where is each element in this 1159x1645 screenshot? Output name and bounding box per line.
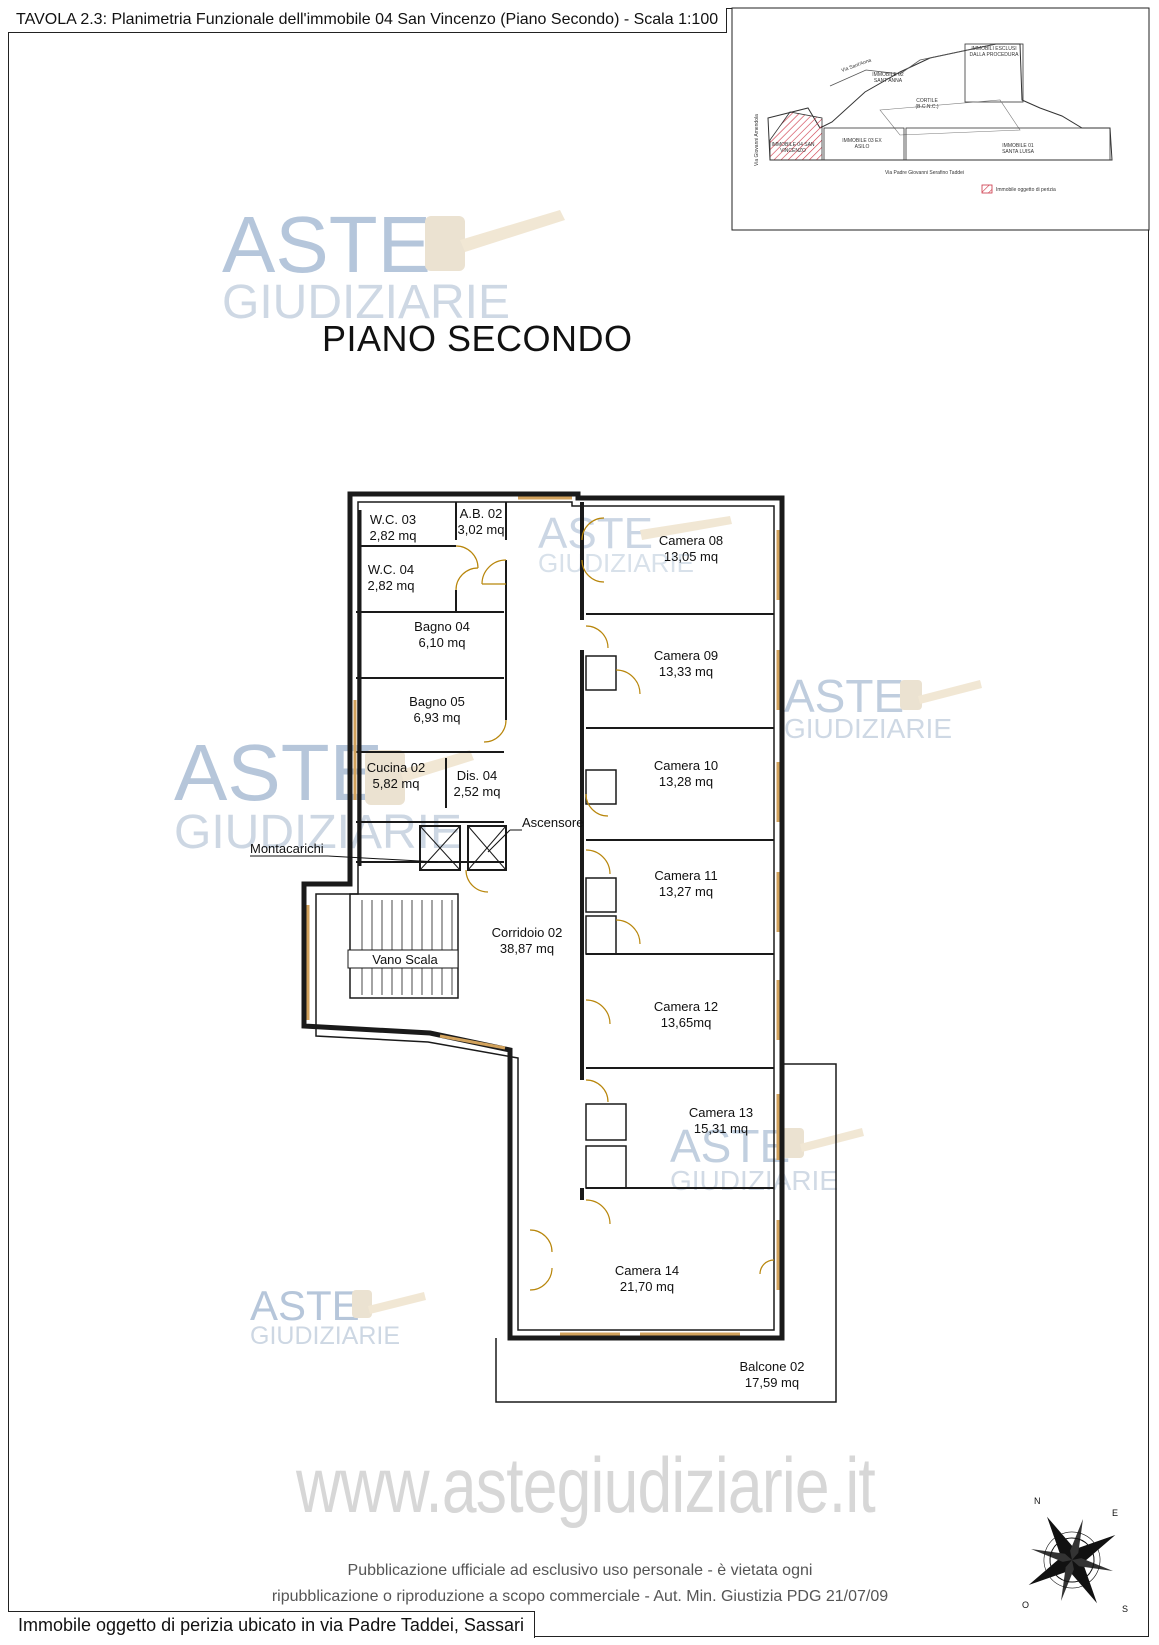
watermark-logo-3: ASTE GIUDIZIARIE: [784, 670, 982, 744]
room-bagno04-name: Bagno 04: [414, 619, 470, 634]
room-camera08-name: Camera 08: [659, 533, 723, 548]
sheet-footer: Immobile oggetto di perizia ubicato in v…: [8, 1611, 535, 1638]
room-camera13-area: 15,31 mq: [694, 1121, 748, 1136]
svg-text:GIUDIZIARIE: GIUDIZIARIE: [174, 806, 462, 859]
callout-ascensore: Ascensore: [522, 815, 583, 830]
room-cucina02-name: Cucina 02: [367, 760, 426, 775]
keymap-legend-swatch: [981, 184, 993, 194]
room-wc03-area: 2,82 mq: [370, 528, 417, 543]
room-wc04-area: 2,82 mq: [368, 578, 415, 593]
ascensore-shaft: [467, 825, 507, 871]
room-dis04-name: Dis. 04: [457, 768, 497, 783]
room-bagno04-area: 6,10 mq: [419, 635, 466, 650]
room-camera10-area: 13,28 mq: [659, 774, 713, 789]
room-labels: W.C. 03 2,82 mq A.B. 02 3,02 mq W.C. 04 …: [367, 506, 805, 1390]
room-camera14-area: 21,70 mq: [620, 1279, 674, 1294]
keymap-block-excluded: IMMOBILI ESCLUSI DALLA PROCEDURA: [969, 46, 1019, 58]
watermark-brand-bottom: GIUDIZIARIE: [222, 276, 510, 329]
room-balcone02-area: 17,59 mq: [745, 1375, 799, 1390]
sheet-title: TAVOLA 2.3: Planimetria Funzionale dell'…: [8, 8, 728, 33]
watermark-brand-top: ASTE: [222, 200, 431, 289]
svg-text:GIUDIZIARIE: GIUDIZIARIE: [250, 1322, 400, 1350]
room-ab02-area: 3,02 mq: [458, 522, 505, 537]
callouts: Montacarichi Ascensore Vano Scala: [250, 815, 583, 967]
compass-n: N: [1034, 1496, 1041, 1506]
svg-text:ASTE: ASTE: [784, 670, 904, 722]
gavel-icon: [782, 1128, 804, 1158]
room-camera10-name: Camera 10: [654, 758, 718, 773]
gavel-icon: [352, 1290, 372, 1318]
vano-scala-area: [349, 893, 459, 999]
room-camera08-area: 13,05 mq: [664, 549, 718, 564]
watermark-logo-6: ASTE GIUDIZIARIE: [250, 1282, 426, 1350]
compass-o: O: [1022, 1600, 1029, 1610]
svg-text:GIUDIZIARIE: GIUDIZIARIE: [538, 548, 694, 578]
room-corridoio02-name: Corridoio 02: [492, 925, 563, 940]
watermark-logo-4: ASTE GIUDIZIARIE: [174, 728, 474, 859]
room-camera14-name: Camera 14: [615, 1263, 679, 1278]
room-ab02-name: A.B. 02: [460, 506, 503, 521]
keymap-legend: Immobile oggetto di perizia: [996, 187, 1056, 193]
svg-text:ASTE: ASTE: [538, 509, 653, 558]
watermark-logo-2: ASTE GIUDIZIARIE: [538, 509, 732, 578]
svg-text:GIUDIZIARIE: GIUDIZIARIE: [670, 1165, 838, 1196]
gavel-icon: [900, 680, 922, 710]
room-camera11-area: 13,27 mq: [659, 884, 713, 899]
room-camera11-name: Camera 11: [654, 868, 717, 883]
svg-text:ASTE: ASTE: [250, 1282, 360, 1329]
keymap-block-santa-luisa: IMMOBILE 01 SANTA LUISA: [1002, 143, 1034, 155]
room-camera09-area: 13,33 mq: [659, 664, 713, 679]
room-wc03-name: W.C. 03: [370, 512, 416, 527]
floor-title: PIANO SECONDO: [322, 318, 633, 359]
room-camera13-name: Camera 13: [689, 1105, 753, 1120]
compass-s: S: [1122, 1604, 1128, 1614]
keymap-block-santanna: IMMOBILE 02 SANT'ANNA: [872, 72, 904, 84]
svg-text:GIUDIZIARIE: GIUDIZIARIE: [784, 713, 952, 744]
room-camera12-area: 13,65mq: [661, 1015, 712, 1030]
outer-wall: [301, 491, 785, 1341]
room-cucina02-area: 5,82 mq: [373, 776, 420, 791]
windows: [306, 496, 780, 1336]
key-map: Via Sant'Anna Via Giovanni Amendola Via …: [731, 7, 1150, 231]
watermark-logos: ASTE GIUDIZIARIE ASTE GIUDIZIARIE ASTE G…: [174, 200, 982, 1350]
keymap-street-left: Via Giovanni Amendola: [754, 114, 760, 166]
watermark-notice-line2: ripubblicazione o riproduzione a scopo c…: [271, 1588, 889, 1605]
room-camera12-name: Camera 12: [654, 999, 718, 1014]
compass-rose-icon: N E S O: [1022, 1496, 1128, 1614]
watermark-logo-1: ASTE GIUDIZIARIE: [222, 200, 565, 329]
svg-text:ASTE: ASTE: [670, 1120, 790, 1172]
keymap-block-san-vincenzo: IMMOBILE 04 SAN VINCENZO: [771, 142, 815, 154]
gavel-icon: [365, 750, 405, 805]
floor-plan: [301, 491, 837, 1403]
watermark-logo-5: ASTE GIUDIZIARIE: [670, 1120, 864, 1196]
keymap-block-cortile: CORTILE (B.C.N.C.): [915, 98, 939, 110]
gavel-icon: [425, 216, 465, 271]
balcony-outline: [495, 1063, 837, 1403]
watermark-notice-line1: Pubblicazione ufficiale ad esclusivo uso…: [347, 1562, 813, 1579]
compass-e: E: [1112, 1508, 1118, 1518]
room-bagno05-area: 6,93 mq: [414, 710, 461, 725]
room-dis04-area: 2,52 mq: [454, 784, 501, 799]
room-wc04-name: W.C. 04: [368, 562, 414, 577]
keymap-block-asilo: IMMOBILE 03 EX ASILO: [842, 138, 882, 150]
room-corridoio02-area: 38,87 mq: [500, 941, 554, 956]
watermark-website: www.astegiudiziarie.it: [296, 1441, 876, 1529]
room-camera09-name: Camera 09: [654, 648, 718, 663]
room-bagno05-name: Bagno 05: [409, 694, 465, 709]
callout-montacarichi: Montacarichi: [250, 841, 324, 856]
stair-treads: [361, 900, 453, 995]
montacarichi-shaft: [419, 825, 461, 871]
doors: [455, 517, 775, 1291]
room-balcone02-name: Balcone 02: [739, 1359, 804, 1374]
keymap-street-bottom: Via Padre Giovanni Serafino Taddei: [885, 170, 964, 176]
callout-vano-scala: Vano Scala: [372, 952, 438, 967]
